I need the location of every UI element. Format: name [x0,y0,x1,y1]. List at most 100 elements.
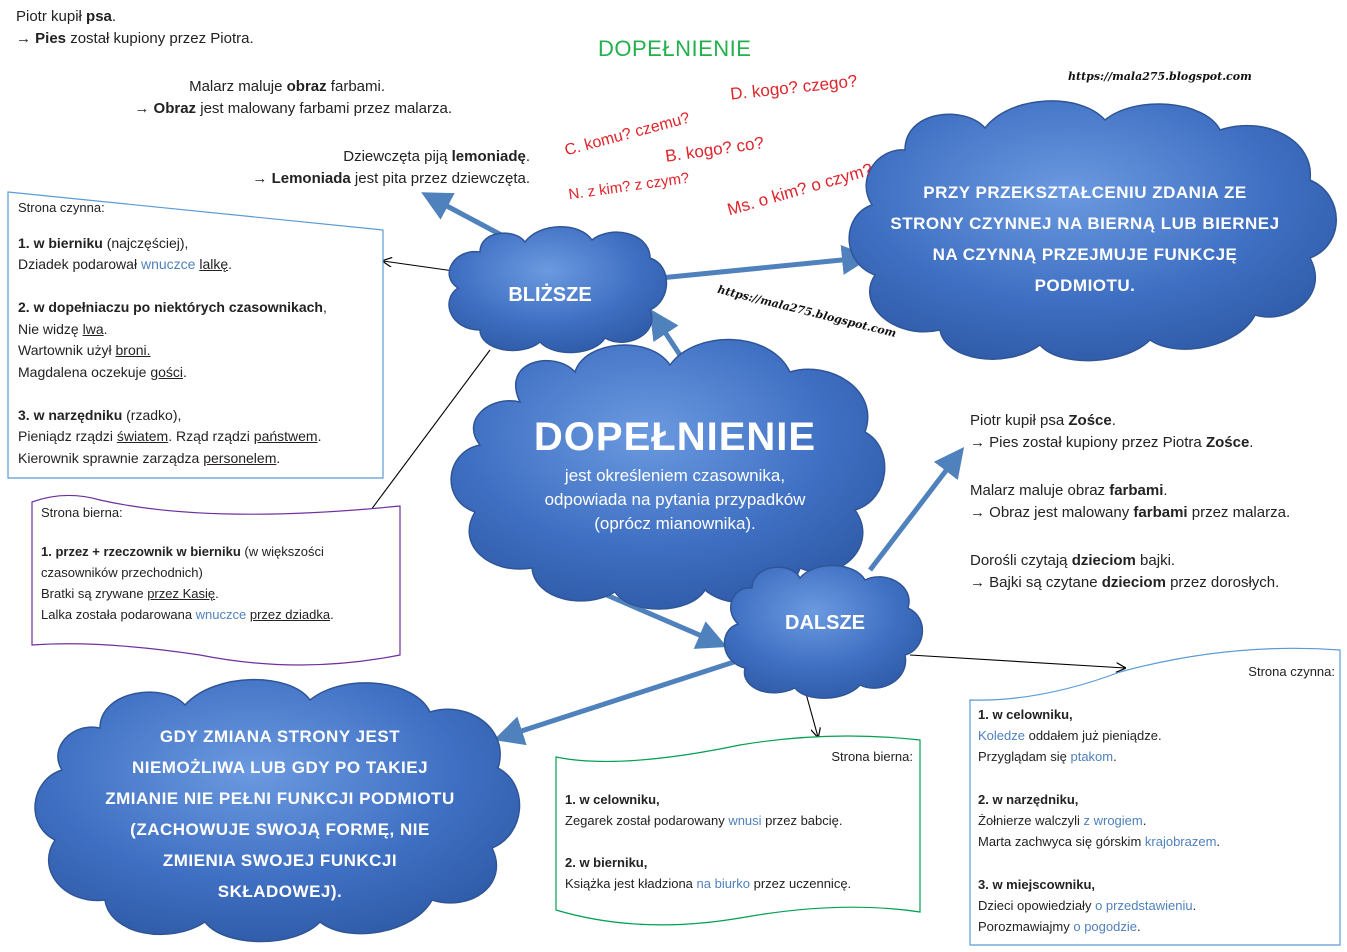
text-fragment: → [16,30,36,47]
text-fragment: przez dorosłych. [1165,574,1280,591]
watermark-top: https://mala275.blogspot.com [1068,70,1252,83]
text-fragment: ptakom [1070,749,1114,764]
text-fragment: z wrogiem [1083,813,1143,828]
example-line: Dziewczęta piją lemoniadę. [200,146,530,168]
text-fragment: ZMIENIA SWOJEJ FUNKCJI [162,851,398,870]
text-line [565,831,913,852]
text-fragment: . [317,428,322,444]
text-fragment: gości [150,363,183,380]
text-line: Dziadek podarował wnuczce lalkę. [18,254,378,276]
text-fragment: . [330,607,334,622]
text-fragment: (ZACHOWUJE SWOJĄ FORMĘ, NIE [130,820,430,839]
box-heading: Strona bierna: [831,749,913,764]
text-fragment: oddałem już pieniądze. [1024,728,1162,743]
text-fragment: → [252,170,272,187]
text-fragment: przez babcię. [761,813,843,828]
box-czynna-left-frame [7,191,384,479]
dalsze-label: DALSZE [785,612,865,634]
text-line: 3. w miejscowniku, [978,874,1333,895]
text-fragment: 2. w dopełniaczu po niektórych czasownik… [18,299,323,315]
text-fragment: Dzieci opowiedziały [978,898,1096,913]
text-fragment: (w większości [240,544,324,559]
text-line: → Pies został kupiony przez Piotra Zośce… [970,432,1340,454]
text-fragment: Zośce [1205,434,1250,451]
text-line [978,767,1333,789]
text-line: Piotr kupił psa Zośce. [970,410,1340,432]
text-fragment: . [215,586,219,601]
text-fragment: Pieniądz rządzi [18,428,117,444]
text-line: Zegarek został podarowany wnusi przez ba… [565,810,913,831]
text-line: Kierownik sprawnie zarządza personelem. [18,448,378,470]
text-fragment: NIEMOŻLIWA LUB GDY PO TAKIEJ [131,758,429,777]
text-fragment: Piotr kupił psa [970,412,1069,429]
text-line: Koledze oddałem już pieniądze. [978,725,1333,746]
text-line: Malarz maluje obraz farbami. [970,480,1340,502]
box-czynna-left: Strona czynna: 1. w bierniku (najczęście… [18,197,378,469]
text-fragment: (oprócz mianownika). [594,514,756,533]
text-line [18,276,378,298]
lemoniada-examples: Dziewczęta piją lemoniadę. → Lemoniada j… [200,146,530,190]
left-cloud-text: GDY ZMIANA STRONY JEST NIEMOŻLIWA LUB GD… [40,721,520,907]
text-fragment: Książka jest kładziona [565,876,697,891]
text-fragment: odpowiada na pytania przypadków [544,490,806,509]
text-fragment: → Obraz jest malowany [970,504,1134,521]
right-cloud-shape [848,100,1337,362]
text-line: → Bajki są czytane dzieciom przez dorosł… [970,572,1340,594]
text-line [978,852,1333,874]
text-fragment: Zośce [1068,412,1112,429]
text-fragment: . [1163,482,1168,499]
arrow-blizsze-to-rightcloud [659,245,872,281]
blizsze-label: BLIŻSZE [508,284,592,306]
box-bierna-left: Strona bierna: 1. przez + rzeczownik w b… [41,502,396,625]
example-line: → Lemoniada jest pita przez dziewczęta. [200,168,530,190]
text-fragment: psa [86,8,112,25]
text-line: → Obraz jest malowany farbami przez mala… [970,502,1340,524]
text-line: Żołnierze walczyli z wrogiem. [978,810,1333,831]
arrow-to-czynna-right [909,654,1125,668]
text-fragment: Kierownik sprawnie zarządza [18,449,204,466]
text-line: 1. w bierniku (najczęściej), [18,233,378,255]
text-fragment: lalkę [199,256,229,272]
right-examples: Piotr kupił psa Zośce. → Pies został kup… [970,410,1340,594]
text-line: 2. w dopełniaczu po niektórych czasownik… [18,297,378,319]
text-fragment: Dziewczęta piją [343,148,452,165]
text-fragment: Zegarek został podarowany [565,813,729,828]
text-line: Przyglądam się ptakom. [978,746,1333,767]
text-line: Porozmawiajmy o pogodzie. [978,916,1333,937]
text-line: 2. w narzędniku, [978,789,1333,810]
text-line: Marta zachwyca się górskim krajobrazem. [978,831,1333,852]
text-line [970,454,1340,480]
text-fragment: , [322,299,327,315]
text-line: 2. w bierniku, [565,852,913,873]
text-fragment: Bratki są zrywane [41,586,148,601]
text-fragment: Pies [35,30,67,47]
top-left-examples: Piotr kupił psa. → Pies został kupiony p… [16,6,254,50]
text-fragment: → Pies został kupiony przez Piotra [970,434,1206,451]
arrow-to-bierna-right [804,689,818,737]
text-fragment: . [228,256,233,272]
text-fragment: obraz [286,78,327,95]
text-fragment: Porozmawiajmy [978,919,1074,934]
box-heading: Strona czynna: [18,200,105,215]
text-fragment: o przedstawieniu [1095,898,1193,913]
text-line: Pieniądz rządzi światem. Rząd rządzi pań… [18,426,378,448]
text-fragment: broni. [115,342,151,358]
text-line: Lalka została podarowana wnuczce przez d… [41,604,396,625]
text-fragment: → Bajki są czytane [970,574,1102,591]
text-fragment: przez Kasię [147,586,216,601]
text-fragment: PRZY PRZEKSZTAŁCENIU ZDANIA ZE [923,183,1247,202]
text-fragment: bajki. [1135,552,1176,569]
text-line: Dzieci opowiedziały o przedstawieniu. [978,895,1333,916]
text-fragment: na biurko [696,876,750,891]
text-fragment: Wartownik użył [18,342,116,358]
text-fragment: Przyglądam się [978,749,1071,764]
text-fragment: . [1113,749,1117,764]
text-fragment: Lalka została podarowana [41,607,196,622]
text-fragment: Obraz [153,100,197,117]
text-fragment: przez malarza. [1187,504,1291,521]
text-line: Dorośli czytają dzieciom bajki. [970,550,1340,572]
text-fragment: krajobrazem [1144,834,1217,849]
text-fragment: wnusi [728,813,762,828]
text-fragment: jest malowany farbami przez malarza. [196,100,452,117]
